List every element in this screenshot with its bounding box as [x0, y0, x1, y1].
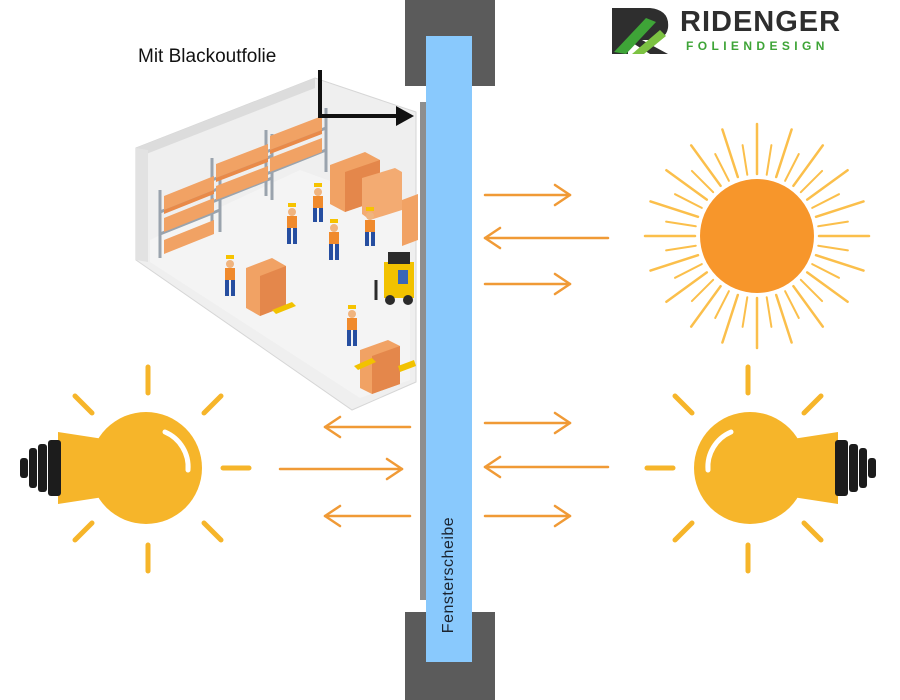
sun-ray [792, 284, 825, 328]
sun-ray [811, 263, 840, 279]
logo-subtitle: FOLIENDESIGN [686, 39, 829, 53]
sun-ray [665, 271, 709, 304]
logo-title: RIDENGER [680, 6, 842, 38]
sun-ray [714, 153, 730, 182]
sun-ray [792, 144, 825, 188]
arrow-left-inside-1 [323, 415, 412, 439]
film-label: Mit Blackoutfolie [138, 46, 277, 67]
sun-ray [649, 200, 700, 219]
sun-ray [811, 193, 840, 209]
sun-ray [741, 144, 749, 176]
sun-ray [690, 278, 715, 303]
sun-ray [689, 284, 722, 328]
sun-ray [741, 296, 749, 328]
sun-ray [774, 128, 793, 179]
ridenger-logo-mark [612, 8, 669, 54]
sun-ray [814, 253, 865, 272]
sun-ray [649, 253, 700, 272]
sun-ray [799, 169, 824, 194]
light-bulb-icon-right [644, 364, 876, 574]
arrow-right-upper-2 [483, 272, 572, 296]
sun-ray [674, 263, 703, 279]
sun-ray [805, 168, 849, 201]
arrow-left-lower [483, 455, 610, 479]
sun-ray [721, 128, 740, 179]
sun-ray [665, 220, 697, 228]
sun-ray [784, 153, 800, 182]
arrow-right-inside [278, 457, 404, 481]
arrow-left-upper [483, 226, 610, 250]
arrow-right-lower-2 [483, 504, 572, 528]
sun-ray [817, 244, 849, 252]
sun-ray [665, 168, 709, 201]
arrow-right-lower-1 [483, 411, 572, 435]
sun-ray [774, 293, 793, 344]
sun-ray [674, 193, 703, 209]
callout-arrowhead [396, 106, 414, 126]
sun-ray [814, 200, 865, 219]
sun-disc [700, 179, 814, 293]
sun-ray [799, 278, 824, 303]
sun-ray [690, 169, 715, 194]
sun-ray [765, 144, 773, 176]
sun-ray [765, 296, 773, 328]
sun-ray [784, 290, 800, 319]
sun-ray [721, 293, 740, 344]
blackout-film [420, 102, 430, 600]
sun-ray [714, 290, 730, 319]
sun-ray [665, 244, 697, 252]
window-pane [426, 36, 472, 662]
sun-icon [643, 122, 871, 350]
sun-ray [817, 220, 849, 228]
light-bulb-icon-left [20, 364, 252, 574]
arrow-right-upper-1 [483, 183, 572, 207]
arrow-left-inside-2 [323, 504, 412, 528]
warehouse-illustration [135, 77, 418, 411]
sun-ray [805, 271, 849, 304]
callout-arrow [318, 70, 410, 118]
sun-ray [689, 144, 722, 188]
